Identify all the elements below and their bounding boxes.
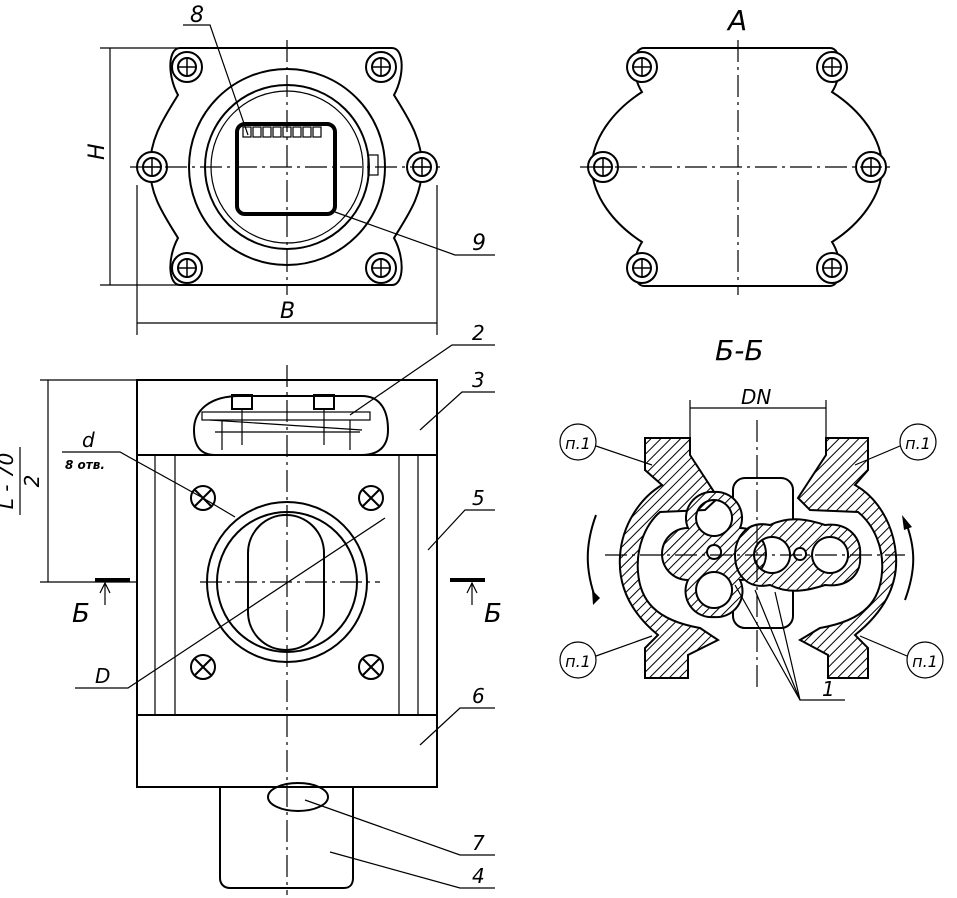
- leader-4: [329, 851, 495, 889]
- dim-l-denominator: 2: [20, 475, 44, 488]
- top-view-flange-outline: [148, 47, 424, 286]
- top-view-bolt-icon: [171, 252, 203, 284]
- flange-hole-icon: [190, 654, 216, 680]
- seal-circle-bl: [559, 641, 597, 679]
- section-title: Б-Б: [715, 334, 764, 367]
- counter-display: [235, 122, 337, 216]
- section-mark-right: Б: [484, 599, 502, 629]
- dim-h-label: H: [85, 143, 110, 160]
- rotor-left: [661, 490, 767, 619]
- callout-6: 6: [472, 684, 485, 708]
- section-mark-left: Б: [72, 599, 90, 629]
- leader-2: [349, 344, 495, 416]
- bottom-housing: [219, 787, 354, 889]
- leader-8: [183, 24, 249, 136]
- dim-l-numerator: L - 70: [0, 453, 18, 510]
- view-a-flange-outline: [590, 47, 884, 287]
- view-a: [580, 40, 895, 295]
- dim-d-label: D: [95, 664, 110, 688]
- leader-9: [334, 211, 495, 256]
- section-bb: [559, 400, 944, 701]
- dim-d-line: [75, 517, 386, 689]
- counter-housing: [192, 395, 390, 456]
- leader-5: [427, 509, 495, 551]
- counter-screws: [221, 394, 351, 450]
- leader-6: [419, 707, 495, 746]
- callout-5: 5: [472, 486, 485, 510]
- counter-digits: [242, 126, 322, 138]
- callout-2: 2: [472, 321, 485, 345]
- seal-label-tr: п.1: [905, 434, 931, 453]
- view-a-bolt-icon: [626, 252, 658, 284]
- top-view-bolt-icon: [171, 51, 203, 83]
- flange-hole-icon: [358, 485, 384, 511]
- section-body-hatched: [618, 437, 898, 679]
- view-a-bolt-icon: [816, 51, 848, 83]
- callout-8: 8: [190, 3, 204, 28]
- seal-circle-tr: [899, 423, 937, 461]
- top-view-bolt-icon: [365, 51, 397, 83]
- rotor-right: [733, 518, 862, 592]
- hole-diameter-label: d: [82, 428, 95, 452]
- counter-plate: [201, 411, 371, 421]
- callout-4: 4: [472, 864, 485, 888]
- rotation-arrow-right: [904, 519, 915, 601]
- dim-b-label: B: [280, 299, 295, 324]
- leader-3: [419, 391, 495, 431]
- view-a-bolt-icon: [626, 51, 658, 83]
- front-view: [40, 344, 495, 895]
- drain-plug: [267, 782, 329, 812]
- callout-3: 3: [472, 368, 485, 392]
- seal-label-bl: п.1: [565, 652, 591, 671]
- hole-count-label: 8 отв.: [65, 458, 105, 472]
- seal-tab: [367, 154, 379, 176]
- callout-9: 9: [472, 231, 486, 256]
- seal-label-tl: п.1: [565, 434, 591, 453]
- callout-1: 1: [822, 677, 835, 701]
- dim-dn-label: DN: [741, 385, 771, 409]
- seal-circle-tl: [559, 423, 597, 461]
- flange-hole-icon: [358, 654, 384, 680]
- seal-circle-br: [906, 641, 944, 679]
- callout-7: 7: [472, 831, 485, 855]
- view-a-bolt-icon: [816, 252, 848, 284]
- leader-d: [62, 451, 204, 499]
- top-view-bolt-icon: [365, 252, 397, 284]
- leader-7: [304, 799, 495, 856]
- seal-label-br: п.1: [912, 652, 938, 671]
- top-view: [100, 24, 495, 335]
- rotation-arrow-left: [586, 514, 597, 601]
- view-a-title: A: [726, 4, 747, 37]
